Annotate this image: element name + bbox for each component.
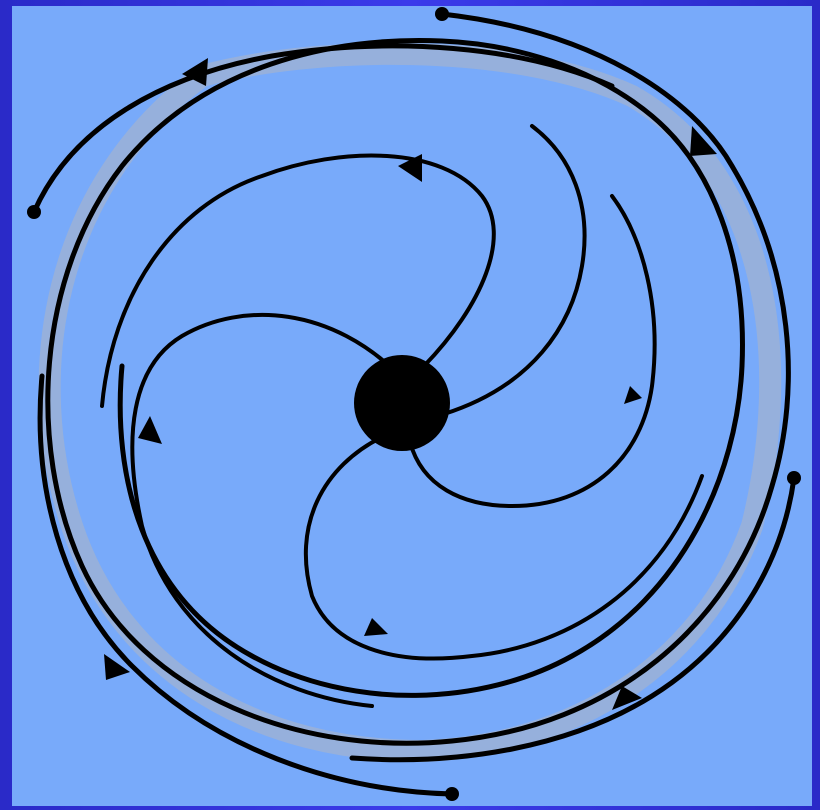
endpoint-right (787, 471, 801, 485)
arrow-inner-left (138, 416, 162, 444)
inner-arm-5 (306, 436, 702, 659)
endpoint-top (435, 7, 449, 21)
spiral-flow-diagram (12, 6, 812, 806)
inner-arm-3 (444, 126, 585, 414)
arrow-inner-right (624, 386, 642, 404)
inner-arm-4 (410, 196, 655, 506)
arrow-inner-bottom (364, 618, 388, 636)
endpoint-left (27, 205, 41, 219)
endpoint-bottom (445, 787, 459, 801)
diagram-panel (12, 6, 812, 806)
central-core (354, 355, 450, 451)
